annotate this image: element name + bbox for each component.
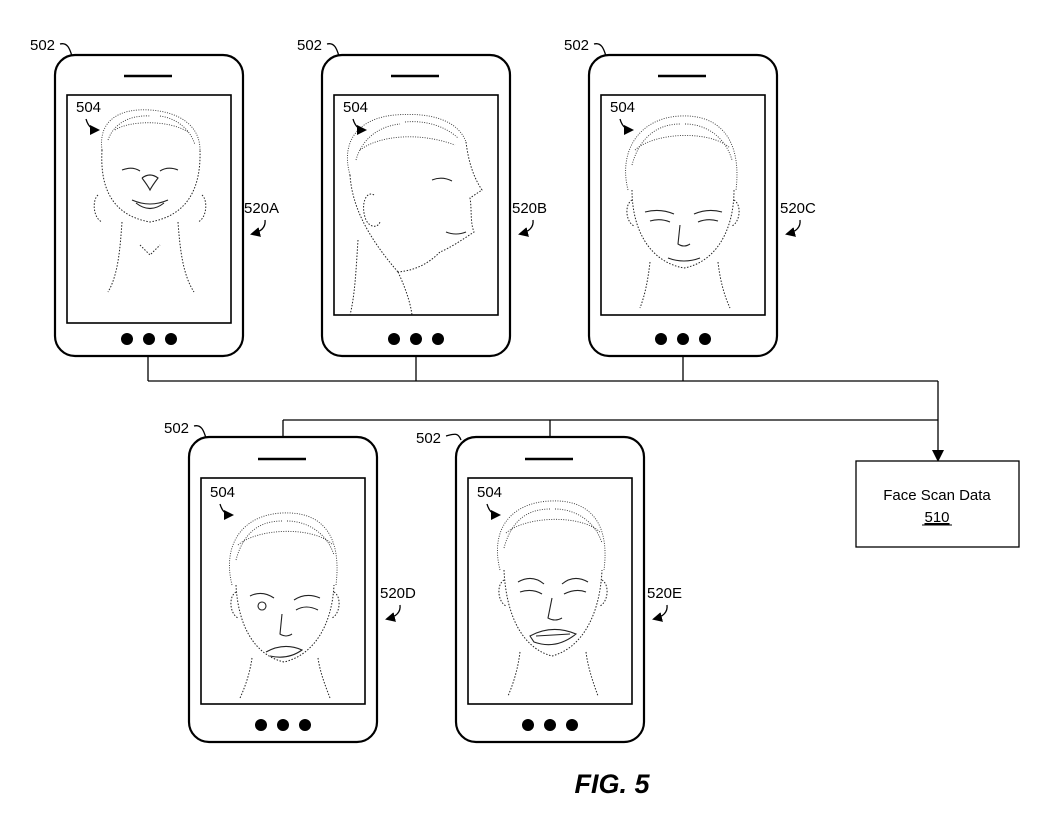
output-box-ref: 510: [924, 509, 949, 526]
nav-dot: [655, 333, 667, 345]
view-ref-arrow: [785, 219, 801, 237]
device-520a: 502 504 520A: [30, 37, 279, 358]
device-520d: 502 504 520D: [164, 420, 416, 744]
nav-dot: [432, 333, 444, 345]
device-520e: 502 504 520E: [416, 430, 682, 744]
nav-dot: [121, 333, 133, 345]
nav-dot: [544, 719, 556, 731]
view-ref-arrow: [652, 604, 668, 622]
leader-line: [445, 433, 462, 441]
nav-dot: [699, 333, 711, 345]
face-image-looking-up: [93, 109, 207, 293]
device-ref-label: 502: [164, 420, 189, 437]
image-ref-arrow: [619, 118, 634, 135]
nav-dot: [566, 719, 578, 731]
leader-line: [59, 43, 73, 57]
leader-line: [593, 43, 607, 57]
face-image-looking-down: [625, 115, 740, 309]
screen: [200, 477, 366, 705]
view-ref-arrow: [385, 604, 401, 622]
image-ref-label: 504: [610, 99, 635, 116]
image-ref-label: 504: [477, 484, 502, 501]
device-520b: 502 504 520B: [297, 37, 547, 358]
nav-dot: [677, 333, 689, 345]
view-ref-label: 520E: [647, 585, 682, 602]
device-ref-label: 502: [297, 37, 322, 54]
view-ref-label: 520B: [512, 200, 547, 217]
image-ref-label: 504: [76, 99, 101, 116]
view-ref-label: 520D: [380, 585, 416, 602]
face-image-squint: [229, 512, 340, 699]
image-ref-arrow: [486, 503, 501, 520]
device-ref-label: 502: [30, 37, 55, 54]
output-box-title: Face Scan Data: [883, 487, 991, 504]
connector-lines: [147, 356, 944, 462]
nav-dot: [143, 333, 155, 345]
nav-dot: [410, 333, 422, 345]
leader-line: [326, 43, 340, 57]
nav-dot: [165, 333, 177, 345]
nav-dot: [255, 719, 267, 731]
figure-label: FIG. 5: [574, 769, 650, 799]
output-box: [855, 460, 1020, 548]
nav-dot: [388, 333, 400, 345]
view-ref-label: 520A: [244, 200, 279, 217]
face-image-profile: [346, 113, 483, 316]
view-ref-arrow: [250, 219, 266, 237]
device-ref-label: 502: [416, 430, 441, 447]
nav-dot: [522, 719, 534, 731]
leader-line: [193, 425, 207, 439]
image-ref-arrow: [85, 118, 100, 135]
device-520c: 502 504 520C: [564, 37, 816, 358]
device-ref-label: 502: [564, 37, 589, 54]
image-ref-label: 504: [343, 99, 368, 116]
nav-dot: [299, 719, 311, 731]
image-ref-arrow: [352, 118, 367, 135]
nav-dot: [277, 719, 289, 731]
view-ref-arrow: [518, 219, 534, 237]
image-ref-arrow: [219, 503, 234, 520]
view-ref-label: 520C: [780, 200, 816, 217]
face-scan-data-box: Face Scan Data 510: [855, 460, 1020, 548]
image-ref-label: 504: [210, 484, 235, 501]
face-image-grimace: [497, 500, 608, 697]
